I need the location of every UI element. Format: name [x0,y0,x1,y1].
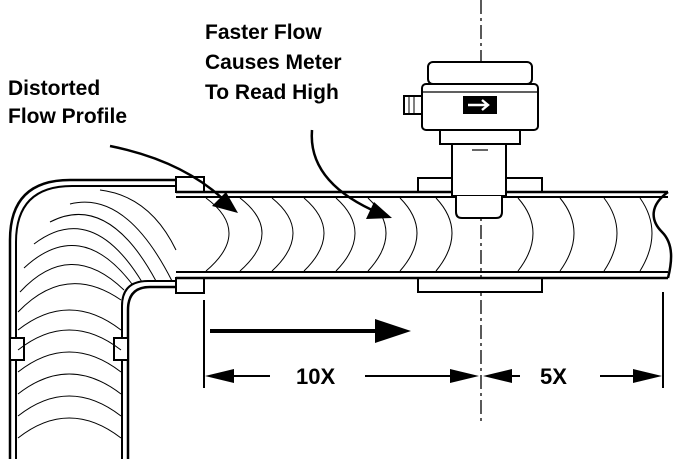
dim-arrow-5x-left [483,369,512,383]
distorted-label-line1: Distorted [8,77,101,100]
vertical-flange-left [9,337,25,361]
distorted-label-line2: Flow Profile [8,105,128,128]
vertical-flange-right [113,337,129,361]
pipe-break-end [652,190,673,279]
downstream-dimension-label: 5X [540,364,567,389]
elbow-flow-profile-arc [17,351,122,373]
pipe-flow-profile-arc [639,197,653,272]
meter-probe [455,196,503,219]
pipe-flow-profile-arc [517,197,534,272]
elbow-outer-wall-inner [15,185,176,459]
distorted-leader-line [109,144,223,199]
meter-neck-top [439,129,521,145]
pipe-flow-profile-arc [303,197,325,272]
pipe-flow-profile-arc [559,197,575,272]
faster-label-line3: To Read High [205,81,339,104]
elbow-inner-wall [126,285,176,459]
pipe-flow-profile-arc [271,197,294,272]
pipe-flow-profile-arc [239,197,263,272]
meter-stem [451,143,507,197]
elbow-bend-profile-arc [69,201,173,282]
elbow-bend-profile-arc [19,264,125,293]
faster-leader-arrowhead [366,202,392,219]
elbow-flow-profile-arc [17,329,122,351]
flow-direction-arrow-icon [375,319,411,343]
pipe-flow-profiles [205,197,653,272]
distorted-leader-arrowhead [212,192,238,213]
dim-arrow-10x-left [205,369,234,383]
elbow-bend-profile-arc [99,189,177,251]
meter-housing-top [427,61,533,85]
elbow-flow-profile-arc [17,373,122,395]
faster-label-line1: Faster Flow [205,21,322,44]
faster-leader-line [310,129,373,212]
flow-meter [403,61,539,219]
elbow-flange-top [175,176,205,193]
meter-cable-gland [403,95,423,115]
dim-arrow-10x-right [450,369,479,383]
elbow-bend-profile-arc [33,228,143,283]
elbow-flow-profile-arc [17,417,122,439]
elbow-outer-wall [8,178,176,459]
elbow-bend-profile-arc [49,213,157,282]
meter-display-arrow-icon [468,99,490,111]
elbow-bend-profile-arc [23,245,133,285]
pipe-flow-profile-arc [399,197,418,272]
pipe-flow-profile-arc [435,197,453,272]
elbow-flow-profile-arc [17,395,122,417]
faster-label-line2: Causes Meter [205,51,342,74]
elbow-flange-bottom [175,277,205,294]
pipe-flow-profile-arc [335,197,356,272]
dim-arrow-5x-right [633,369,662,383]
elbow-flow-profile-arc [17,309,122,331]
elbow-flow-profiles [17,189,177,439]
elbow-inner-wall-inner [121,280,176,459]
elbow-bend-profile-arc [17,283,122,313]
pipe-flow-profile-arc [603,197,618,272]
meter-flange-bottom [417,277,543,293]
upstream-dimension-label: 10X [296,364,336,389]
